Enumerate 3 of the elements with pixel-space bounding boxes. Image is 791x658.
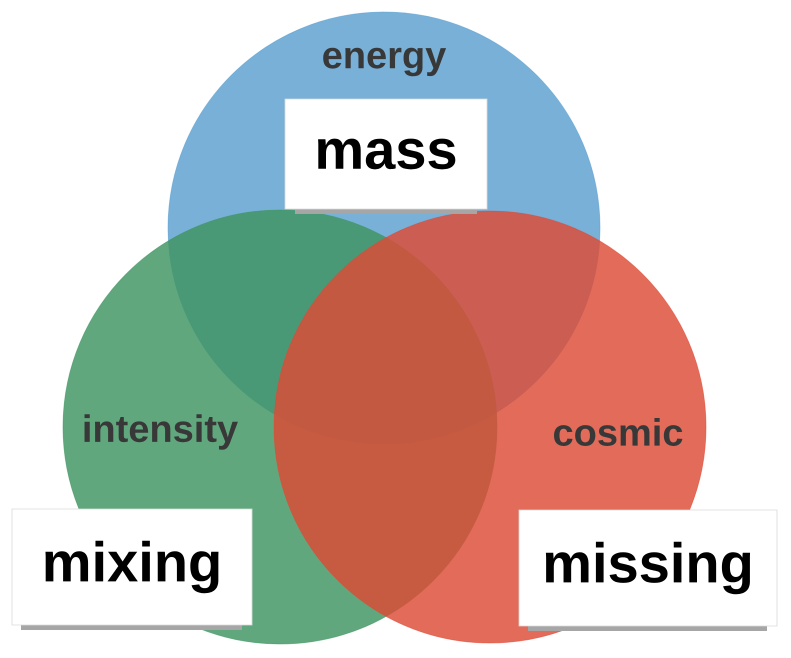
- label-box: mixing: [12, 508, 252, 626]
- label-box: mass: [284, 98, 488, 210]
- label-box: missing: [518, 510, 778, 626]
